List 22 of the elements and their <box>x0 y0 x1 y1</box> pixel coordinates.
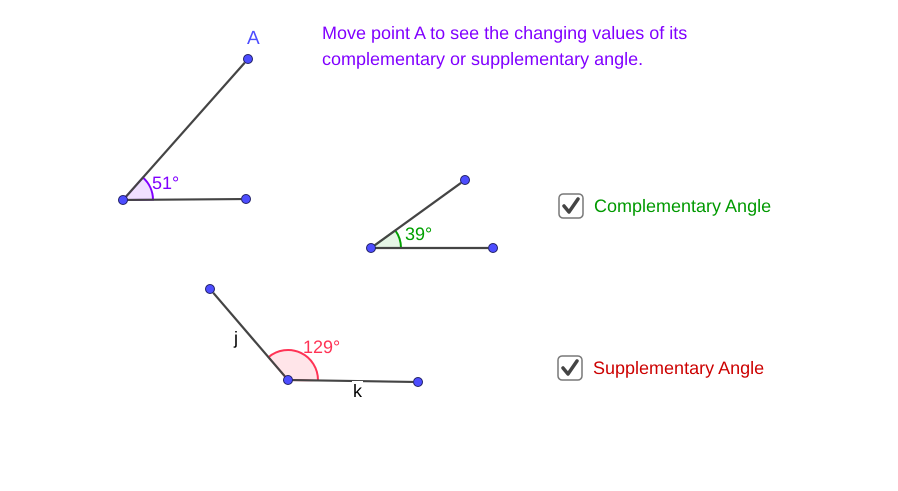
line-segment <box>376 246 488 250</box>
point <box>118 195 128 205</box>
line-segment <box>126 62 246 197</box>
point <box>413 377 423 387</box>
line-segment <box>374 182 462 246</box>
line-segment <box>292 378 414 384</box>
instruction-text: Move point A to see the changing values of its complementary or supplementary angle. <box>322 22 688 71</box>
point <box>241 194 251 204</box>
angle-measure: 129° <box>303 337 340 357</box>
angle-measure: 39° <box>405 224 432 244</box>
point-label: A <box>247 29 260 49</box>
point <box>460 175 470 185</box>
line-segment <box>212 292 286 377</box>
angle-measure: 51° <box>152 173 180 193</box>
point <box>366 243 376 253</box>
line-segment <box>128 198 242 202</box>
point <box>283 375 293 385</box>
checkbox-label: Supplementary Angle <box>593 357 764 379</box>
edge-label: j <box>233 328 239 348</box>
point <box>205 284 215 294</box>
point <box>488 243 498 253</box>
checkbox-label: Complementary Angle <box>594 195 772 217</box>
